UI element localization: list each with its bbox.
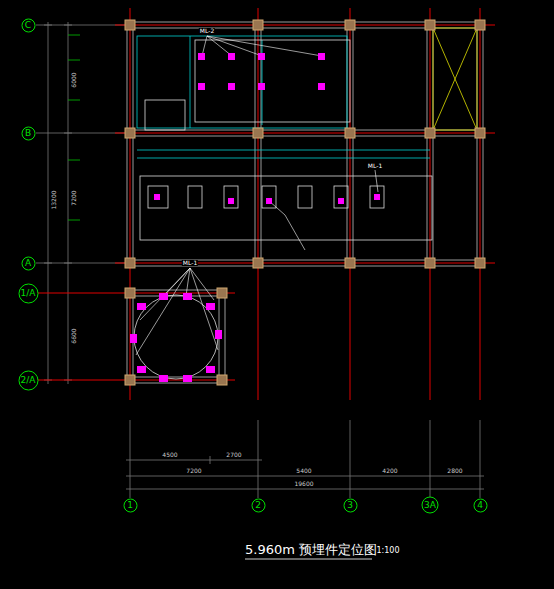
axis-bubble: B	[21, 126, 36, 141]
dimension: 2700	[225, 452, 242, 458]
axis-bubble: 4	[473, 498, 488, 513]
bubble-circle	[344, 499, 357, 512]
bubble-circle	[22, 19, 35, 32]
axis-bubble: 3	[343, 498, 358, 513]
bubble-circle	[19, 371, 38, 390]
axis-bubble: C	[21, 18, 36, 33]
axis-bubble: 1	[123, 498, 138, 513]
grid-lines	[36, 8, 495, 400]
equipment-frames	[134, 40, 432, 379]
dimension-lines	[36, 22, 484, 498]
axis-label: B	[25, 129, 31, 138]
axis-label: 3A	[424, 501, 436, 510]
title-underline	[245, 559, 372, 560]
bracing	[433, 28, 477, 130]
dimension: 4500	[161, 452, 178, 458]
axis-label: 2	[255, 501, 261, 510]
axis-label: C	[25, 21, 31, 30]
bubble-circle	[22, 127, 35, 140]
dimension: 7200	[185, 468, 202, 474]
dimension: 5400	[295, 468, 312, 474]
bubble-circle	[422, 497, 438, 513]
callout-label: ML-1	[182, 260, 198, 266]
axis-bubble: 1/A	[18, 283, 39, 304]
bubble-circle	[474, 499, 487, 512]
equipment-outlines	[137, 36, 430, 158]
bubble-circle	[124, 499, 137, 512]
bubble-circle	[22, 257, 35, 270]
embedded-plates	[130, 53, 380, 382]
axis-label: 2/A	[21, 376, 36, 385]
axis-label: 1	[127, 501, 133, 510]
dimension: 6000	[71, 71, 77, 88]
callout-label: ML-2	[199, 28, 215, 34]
dimension: 2800	[446, 468, 463, 474]
dimension: 7200	[71, 189, 77, 206]
columns	[125, 20, 485, 385]
bubble-circle	[252, 499, 265, 512]
axis-label: A	[25, 259, 31, 268]
dimension: 19600	[293, 481, 314, 487]
dimension: 4200	[381, 468, 398, 474]
leader-lines	[136, 36, 378, 355]
beams	[127, 22, 483, 383]
callout-label: ML-1	[367, 163, 383, 169]
scale-label: 1:100	[375, 547, 400, 555]
axis-label: 4	[477, 501, 483, 510]
dimension: 13200	[51, 189, 57, 210]
axis-bubble: 2/A	[18, 370, 39, 391]
dimension: 6600	[71, 327, 77, 344]
drawing-title: 5.960m 预埋件定位图	[245, 543, 377, 556]
axis-bubble: 3A	[421, 496, 439, 514]
axis-label: 1/A	[21, 289, 36, 298]
bubble-circle	[19, 284, 38, 303]
axis-bubble: 2	[251, 498, 266, 513]
axis-label: 3	[347, 501, 353, 510]
axis-bubble: A	[21, 256, 36, 271]
